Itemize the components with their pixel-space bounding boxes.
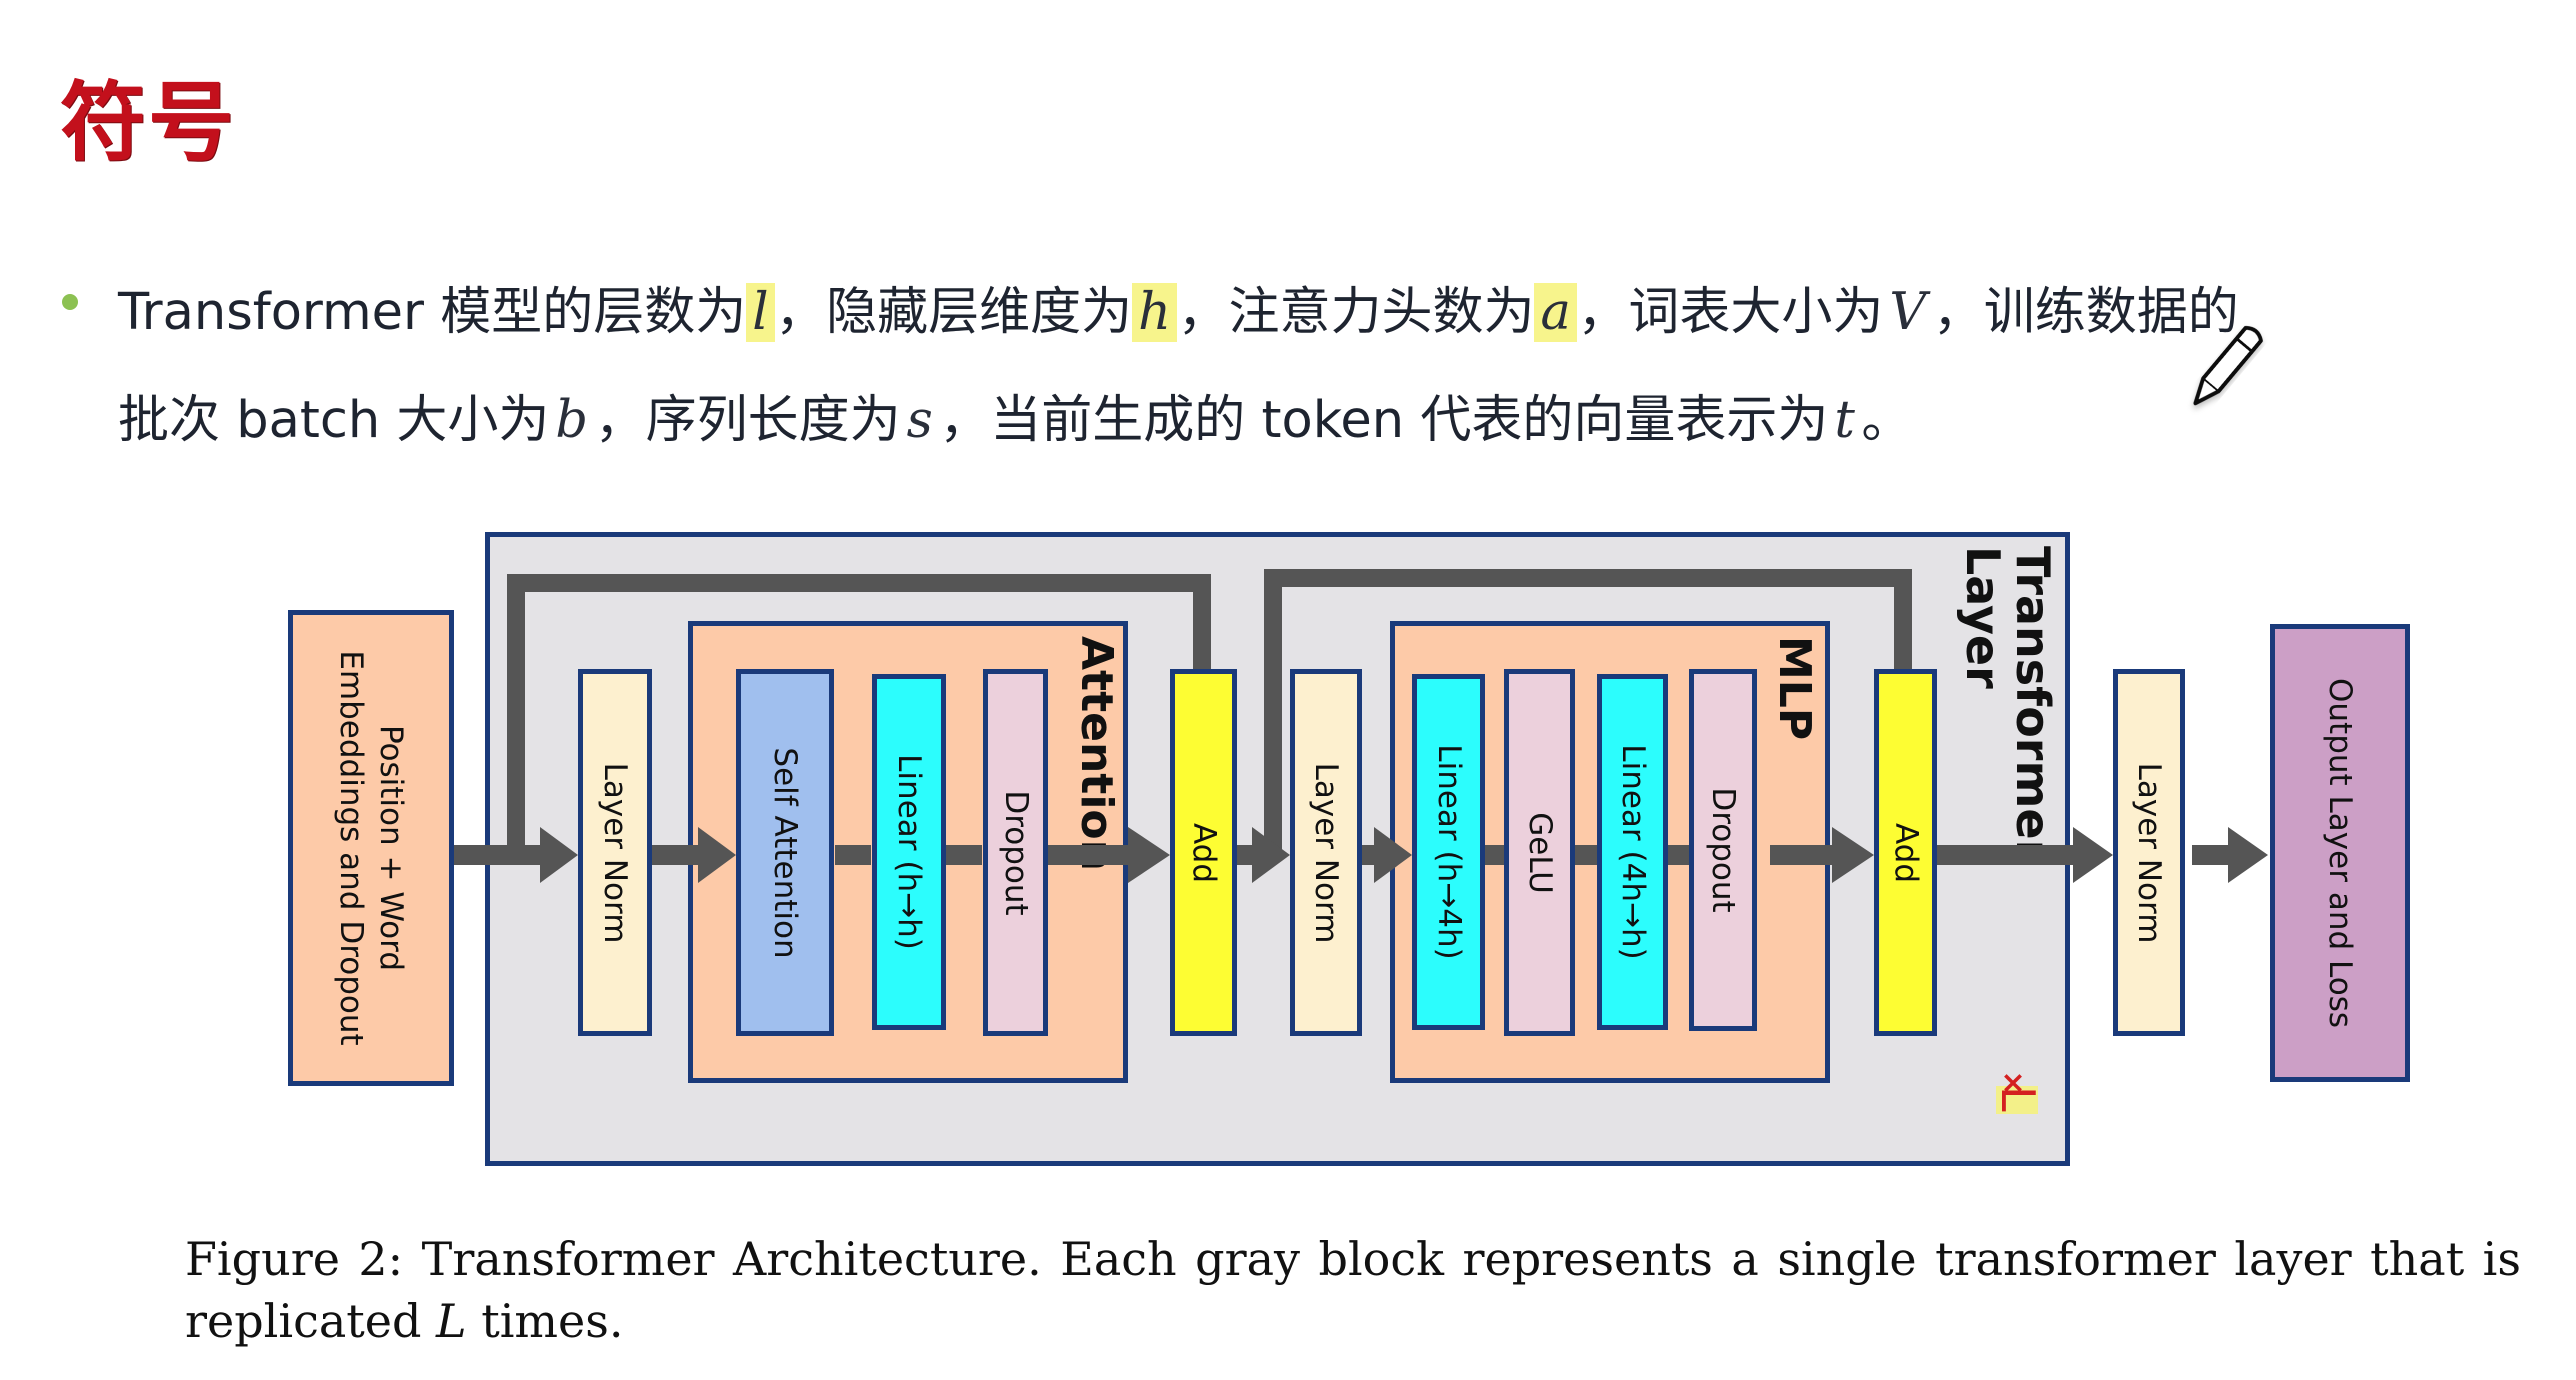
bullet-text-segment: ，隐藏层维度为: [775, 283, 1133, 342]
layer-norm-1-label: Layer Norm: [597, 762, 633, 943]
self-attention-label: Self Attention: [767, 746, 803, 959]
mlp-linear-1-label: Linear (h→4h): [1430, 744, 1467, 960]
math-variable-t: t: [1834, 391, 1856, 450]
mlp-linear-2-label: Linear (4h→h): [1614, 744, 1651, 960]
mlp-dropout-label: Dropout: [1705, 787, 1741, 913]
layer-norm-1-block: Layer Norm: [578, 669, 652, 1036]
math-variable-a: a: [1534, 283, 1578, 342]
math-variable-V: V: [1889, 283, 1927, 342]
figure-caption: Figure 2: Transformer Architecture. Each…: [185, 1228, 2521, 1352]
bullet-text-segment: 批次 batch 大小为: [118, 391, 550, 450]
attention-linear-block: Linear (h→h): [872, 674, 946, 1030]
attention-dropout-label: Dropout: [997, 789, 1034, 916]
math-variable-b: b: [555, 391, 589, 450]
pencil-icon: [2193, 325, 2263, 406]
slide-title: 符号: [60, 73, 236, 173]
flow-arrow-3-shaft: [1048, 845, 1132, 865]
layer-norm-2-label: Layer Norm: [1308, 762, 1344, 943]
flow-arrow-7-shaft: [1937, 845, 2075, 865]
output-layer-block: Output Layer and Loss: [2270, 624, 2410, 1082]
flow-connector-linear-dropout: [946, 845, 982, 865]
add-2-block: Add: [1874, 669, 1937, 1036]
flow-arrow-3-head: [1128, 827, 1170, 883]
mlp-linear-1-block: Linear (h→4h): [1412, 674, 1485, 1030]
math-variable-l: l: [746, 283, 776, 342]
repeat-times-marker: × L: [1991, 1068, 2045, 1130]
flow-connector-gelu-l2: [1575, 845, 1597, 865]
attention-dropout-block: Dropout: [983, 669, 1048, 1036]
bullet-text-segment: 。: [1861, 391, 1913, 450]
skip-connection-2-horizontal: [1264, 569, 1912, 587]
skip-connection-1-vertical-left: [507, 574, 525, 856]
final-layer-norm-label: Layer Norm: [2131, 762, 2167, 943]
flow-arrow-8-shaft: [2192, 845, 2232, 865]
flow-connector-l1-gelu: [1485, 845, 1505, 865]
xL-highlight: [1996, 1086, 2038, 1114]
flow-arrow-6-head: [1832, 827, 1874, 883]
self-attention-block: Self Attention: [736, 669, 834, 1036]
flow-connector-l2-dropout: [1668, 845, 1689, 865]
flow-arrow-7-head: [2073, 827, 2113, 883]
bullet-text-segment: ，注意力头数为: [1177, 283, 1535, 342]
bullet-text-segment: ，词表大小为: [1577, 283, 1884, 342]
bullet-text-segment: ，序列长度为: [594, 391, 901, 450]
flow-arrow-4-head: [1252, 827, 1290, 883]
mlp-dropout-block: Dropout: [1689, 669, 1757, 1031]
add-1-block: Add: [1170, 669, 1237, 1036]
add-1-label: Add: [1185, 822, 1222, 883]
math-variable-s: s: [906, 391, 934, 450]
math-variable-h: h: [1132, 283, 1178, 342]
mlp-linear-2-block: Linear (4h→h): [1597, 674, 1668, 1030]
flow-connector-sa-linear: [835, 845, 871, 865]
layer-norm-2-block: Layer Norm: [1290, 669, 1362, 1036]
flow-arrow-8-head: [2228, 827, 2268, 883]
input-embedding-block: Position + Word Embeddings and Dropout: [288, 610, 454, 1086]
caption-text: Figure 2: Transformer Architecture. Each…: [185, 1232, 2521, 1348]
output-layer-label: Output Layer and Loss: [2322, 678, 2358, 1028]
repeat-var-L: L: [1991, 1086, 2045, 1112]
caption-var-L: L: [436, 1294, 467, 1348]
skip-connection-1-vertical-right: [1193, 574, 1211, 694]
flow-arrow-5-head: [1374, 827, 1412, 883]
flow-arrow-2-head: [698, 827, 736, 883]
bullet-text-segment: ，当前生成的 token 代表的向量表示为: [939, 391, 1829, 450]
skip-connection-2-vertical-right: [1894, 569, 1912, 694]
gelu-label: GeLU: [1521, 811, 1558, 894]
attention-linear-label: Linear (h→h): [891, 754, 927, 950]
skip-connection-1-horizontal: [507, 574, 1211, 592]
bullet-dot-icon: [62, 294, 78, 310]
bullet-text-segment: Transformer 模型的层数为: [118, 283, 747, 342]
skip-connection-2-vertical-left: [1264, 569, 1282, 856]
flow-arrow-2-shaft: [652, 845, 702, 865]
final-layer-norm-block: Layer Norm: [2113, 669, 2185, 1036]
bullet-text-segment: ，训练数据的: [1932, 283, 2239, 342]
flow-arrow-1-head: [540, 827, 578, 883]
flow-arrow-6-shaft: [1770, 845, 1836, 865]
gelu-block: GeLU: [1504, 669, 1575, 1036]
flow-arrow-1-shaft: [454, 845, 544, 865]
add-2-label: Add: [1887, 822, 1924, 883]
caption-suffix: times.: [466, 1294, 624, 1348]
